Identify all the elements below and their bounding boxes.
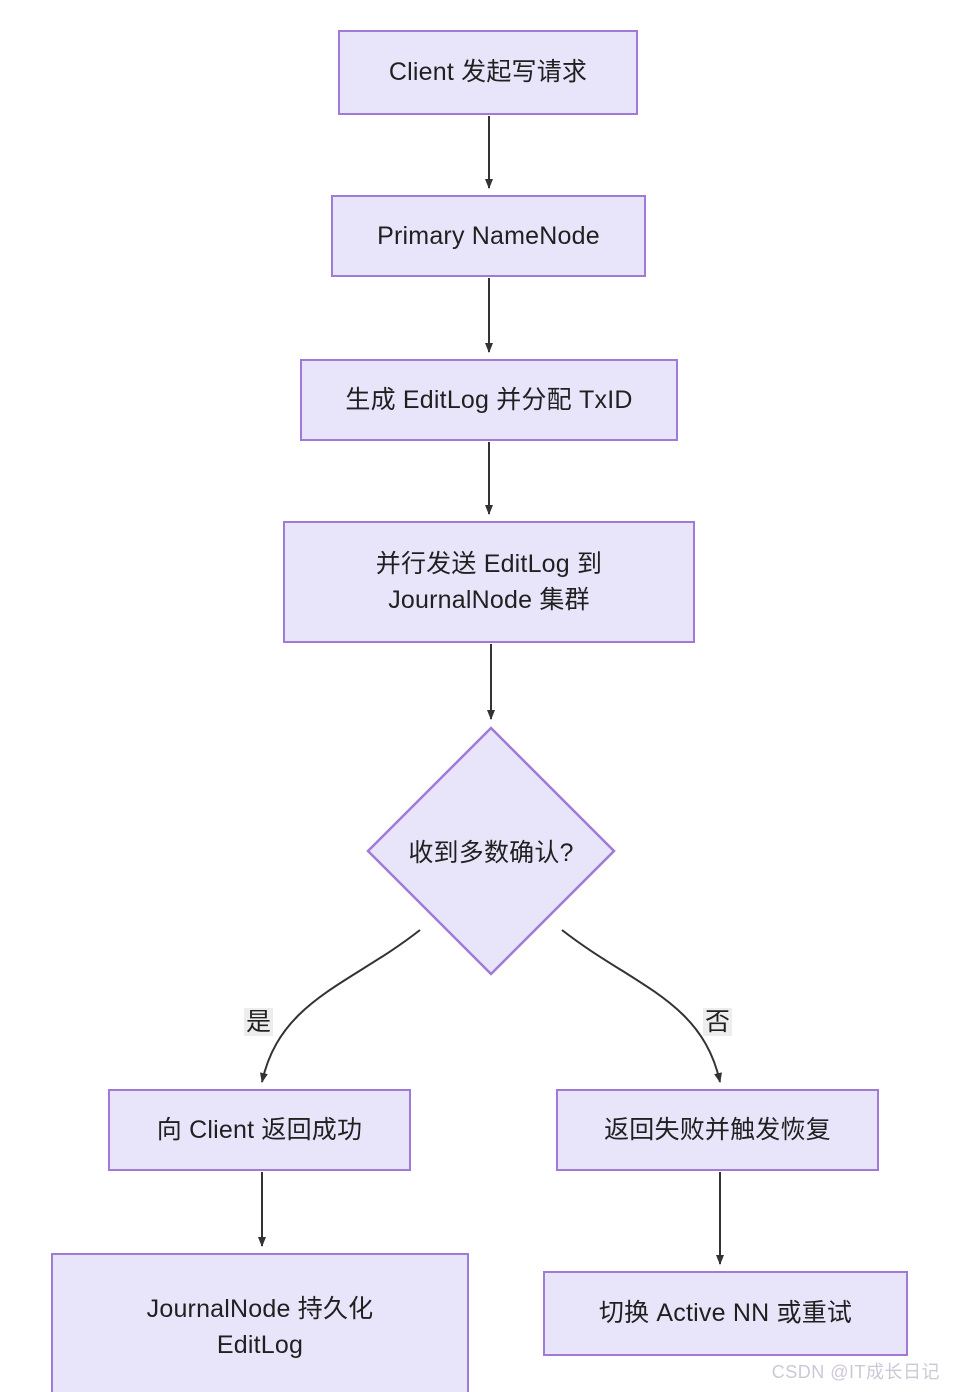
edge-label-no: 否 [703, 1008, 733, 1037]
decision-label: 收到多数确认? [408, 839, 574, 867]
node-decision-majority-ack[interactable]: 收到多数确认? [366, 726, 616, 976]
edge-label-yes: 是 [244, 1008, 274, 1037]
watermark: CSDN @IT成长日记 [771, 1362, 940, 1382]
node-return-failure-trigger-recovery[interactable]: 返回失败并触发恢复 [556, 1089, 879, 1171]
node-primary-namenode[interactable]: Primary NameNode [331, 195, 646, 277]
node-generate-editlog-txid[interactable]: 生成 EditLog 并分配 TxID [300, 359, 678, 441]
node-switch-active-nn-retry[interactable]: 切换 Active NN 或重试 [543, 1271, 908, 1356]
diamond-shape [366, 726, 616, 976]
node-client-write-request[interactable]: Client 发起写请求 [338, 30, 638, 115]
node-return-success-to-client[interactable]: 向 Client 返回成功 [108, 1089, 411, 1171]
node-journalnode-persist-editlog[interactable]: JournalNode 持久化 EditLog [51, 1253, 469, 1392]
node-send-editlog-journalnode[interactable]: 并行发送 EditLog 到 JournalNode 集群 [283, 521, 695, 643]
